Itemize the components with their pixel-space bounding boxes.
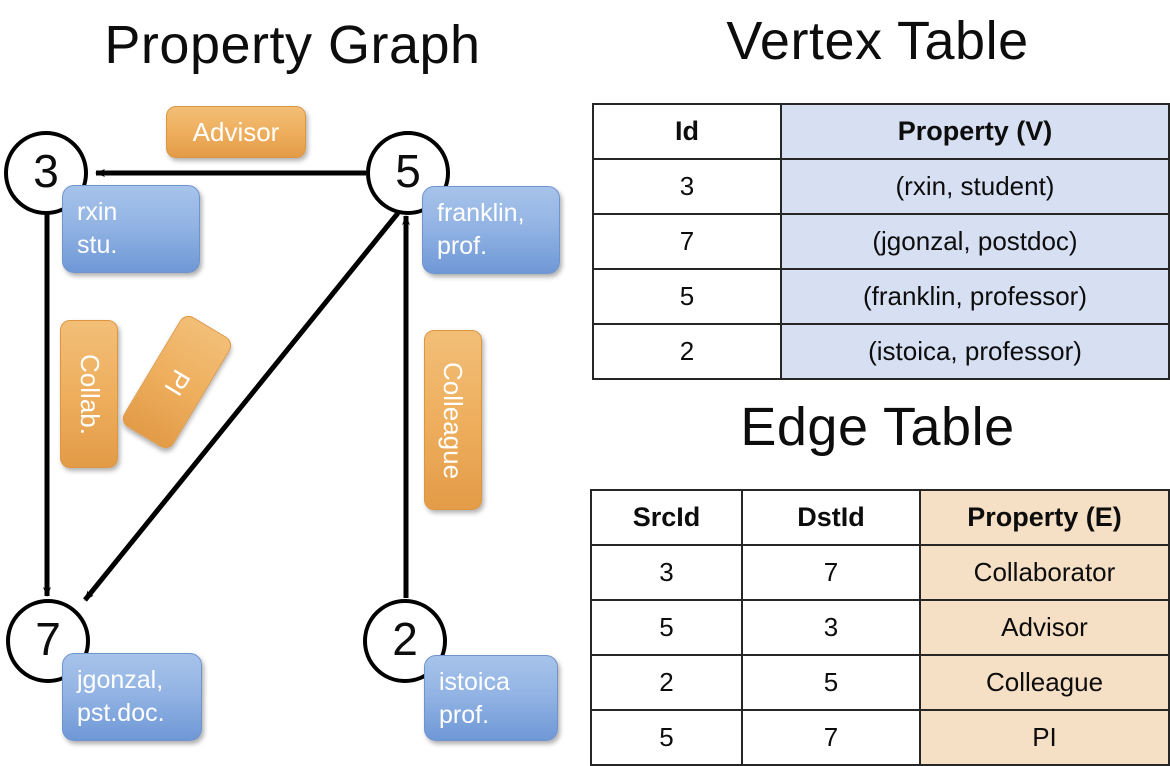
edge-row-1-dst: 3 bbox=[741, 599, 921, 656]
vertex-row-1-property: (jgonzal, postdoc) bbox=[780, 213, 1170, 270]
edge-row-0-property: Collaborator bbox=[919, 544, 1170, 601]
property-graph-diagram: 3 5 7 2 rxin stu. franklin, prof. jgonza… bbox=[0, 0, 585, 760]
edge-row-0-src: 3 bbox=[590, 544, 743, 601]
edge-row-0-dst: 7 bbox=[741, 544, 921, 601]
edge-label-text-colleague: Colleague bbox=[438, 361, 469, 479]
edge-row-3-dst: 7 bbox=[741, 709, 921, 766]
vertex-row-0-id: 3 bbox=[592, 158, 782, 215]
node-property-5-line-1: franklin, bbox=[437, 199, 525, 227]
table-row[interactable]: 5 (franklin, professor) bbox=[592, 268, 1170, 325]
vertex-row-1-id: 7 bbox=[592, 213, 782, 270]
edge-row-2-dst: 5 bbox=[741, 654, 921, 711]
edge-label-text-collab: Collab. bbox=[74, 353, 105, 435]
edge-label-box-collab: Collab. bbox=[60, 320, 118, 468]
vertex-table-header-property: Property (V) bbox=[780, 103, 1170, 160]
edge-label-text-pi: PI bbox=[158, 363, 197, 401]
page-title-vertex-table: Vertex Table bbox=[726, 11, 1029, 71]
table-row[interactable]: 7 (jgonzal, postdoc) bbox=[592, 213, 1170, 270]
edge-5-to-7-pi bbox=[83, 211, 400, 602]
node-property-box-2: istoica prof. bbox=[424, 655, 558, 741]
edge-table-header-dstid: DstId bbox=[741, 489, 921, 546]
vertex-row-3-property: (istoica, professor) bbox=[780, 323, 1170, 380]
graph-node-5[interactable]: 5 bbox=[366, 131, 450, 215]
graph-node-3-label: 3 bbox=[33, 145, 59, 197]
table-row[interactable]: 3 (rxin, student) bbox=[592, 158, 1170, 215]
edge-row-1-property: Advisor bbox=[919, 599, 1170, 656]
edge-row-2-property: Colleague bbox=[919, 654, 1170, 711]
node-property-7-line-1: jgonzal, bbox=[77, 666, 164, 694]
graph-node-7-label: 7 bbox=[35, 613, 61, 665]
edge-table: SrcId DstId Property (E) 3 7 Collaborato… bbox=[590, 489, 1170, 766]
vertex-table-header-row: Id Property (V) bbox=[592, 103, 1170, 160]
vertex-row-2-property: (franklin, professor) bbox=[780, 268, 1170, 325]
table-row[interactable]: 2 5 Colleague bbox=[590, 654, 1170, 711]
page-title-edge-table: Edge Table bbox=[740, 397, 1015, 457]
vertex-table-header-id: Id bbox=[592, 103, 782, 160]
edge-label-text-advisor: Advisor bbox=[192, 116, 280, 147]
node-property-box-5: franklin, prof. bbox=[422, 186, 560, 274]
page-title-property-graph: Property Graph bbox=[104, 15, 481, 75]
edge-row-3-src: 5 bbox=[590, 709, 743, 766]
table-row[interactable]: 5 3 Advisor bbox=[590, 599, 1170, 656]
graph-edges-svg bbox=[43, 169, 410, 602]
graph-node-2[interactable]: 2 bbox=[363, 599, 447, 683]
edge-table-header-property: Property (E) bbox=[919, 489, 1170, 546]
graph-node-2-label: 2 bbox=[392, 613, 418, 665]
edge-row-3-property: PI bbox=[919, 709, 1170, 766]
edge-row-2-src: 2 bbox=[590, 654, 743, 711]
table-row[interactable]: 3 7 Collaborator bbox=[590, 544, 1170, 601]
vertex-row-0-property: (rxin, student) bbox=[780, 158, 1170, 215]
edge-row-1-src: 5 bbox=[590, 599, 743, 656]
node-property-box-7: jgonzal, pst.doc. bbox=[62, 653, 202, 741]
vertex-row-3-id: 2 bbox=[592, 323, 782, 380]
node-property-2-line-2: prof. bbox=[439, 701, 490, 729]
node-property-3-line-1: rxin bbox=[77, 198, 118, 226]
node-property-box-3: rxin stu. bbox=[62, 185, 200, 273]
edge-table-header-srcid: SrcId bbox=[590, 489, 743, 546]
edge-table-header-row: SrcId DstId Property (E) bbox=[590, 489, 1170, 546]
node-property-7-line-2: pst.doc. bbox=[77, 699, 165, 727]
table-row[interactable]: 2 (istoica, professor) bbox=[592, 323, 1170, 380]
edge-label-box-advisor: Advisor bbox=[166, 106, 306, 158]
node-property-5-line-2: prof. bbox=[437, 232, 488, 260]
vertex-row-2-id: 5 bbox=[592, 268, 782, 325]
vertex-table: Id Property (V) 3 (rxin, student) 7 (jgo… bbox=[592, 103, 1170, 380]
node-property-2-line-1: istoica bbox=[439, 668, 510, 696]
table-row[interactable]: 5 7 PI bbox=[590, 709, 1170, 766]
graph-node-5-label: 5 bbox=[395, 145, 421, 197]
edge-label-box-colleague: Colleague bbox=[424, 330, 482, 510]
node-property-3-line-2: stu. bbox=[77, 231, 118, 259]
